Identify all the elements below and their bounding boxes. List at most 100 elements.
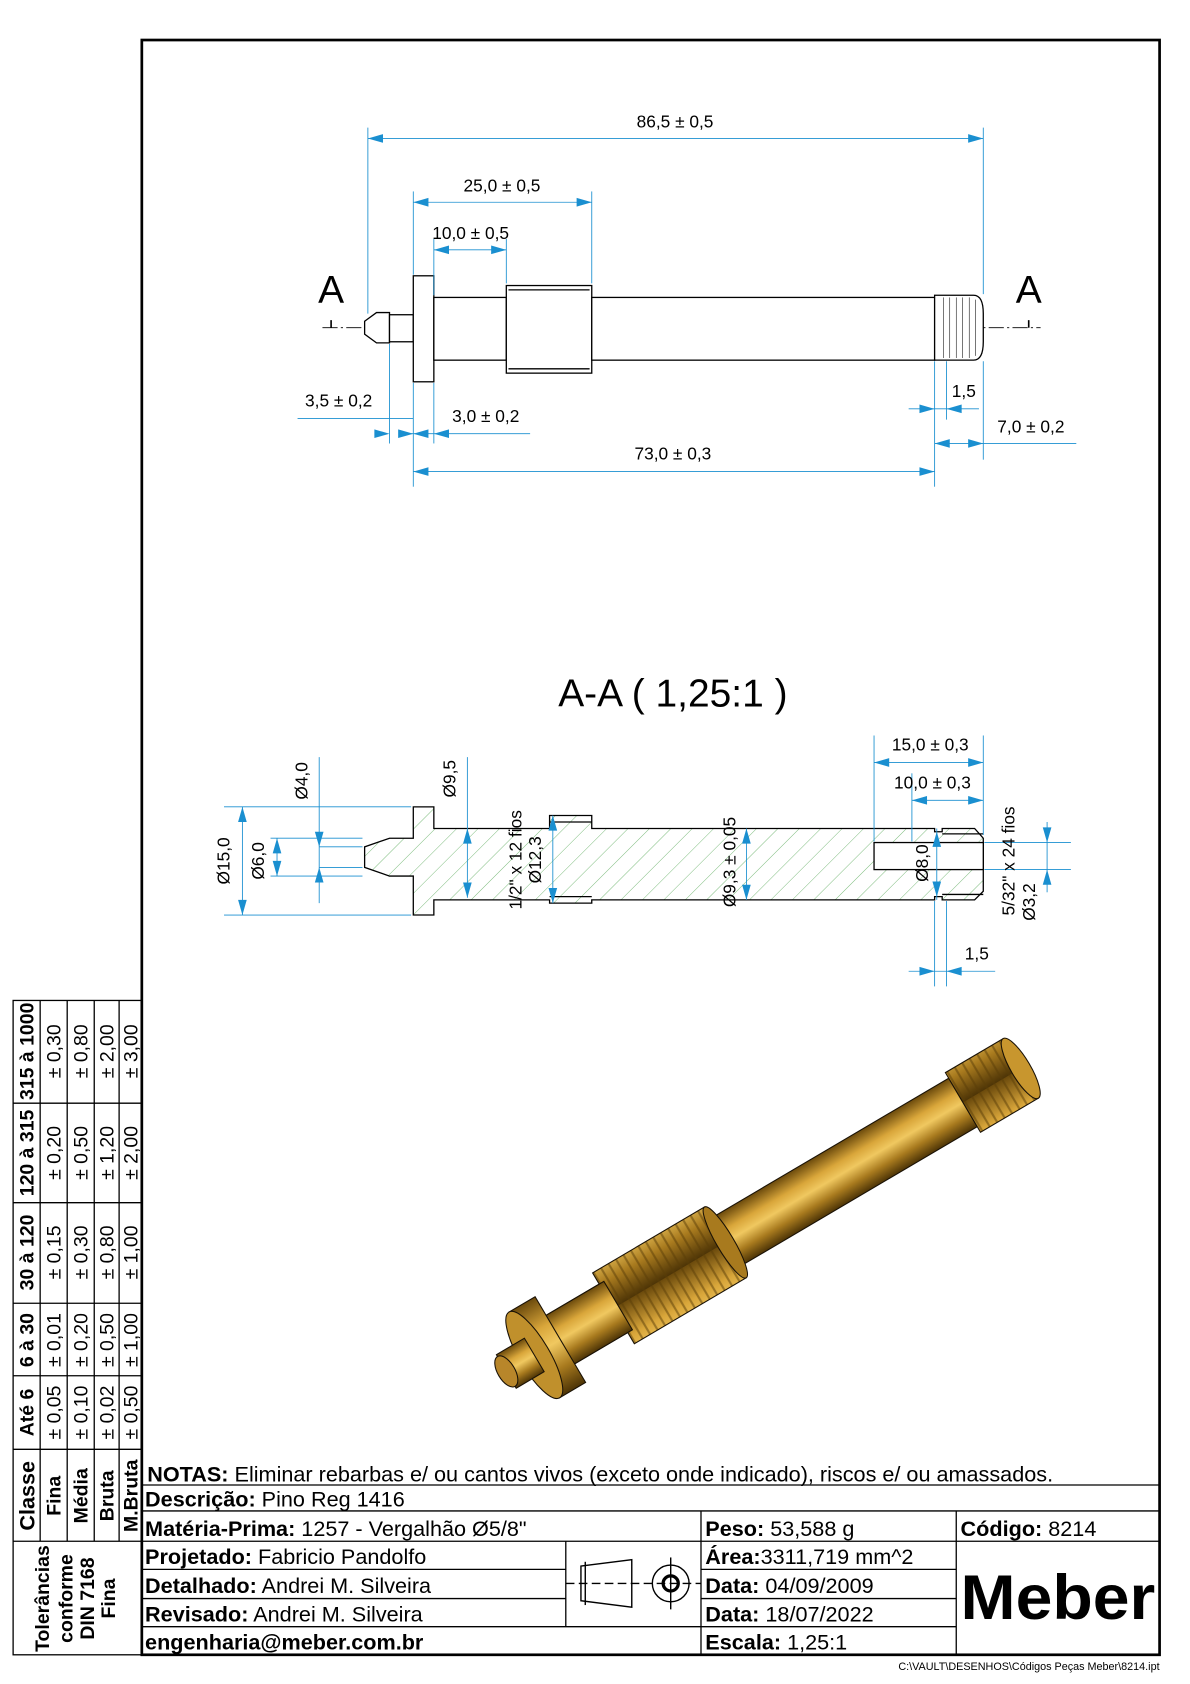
tolerance-footer-4: Fina: [98, 1578, 120, 1618]
tol-cell: ± 0,10: [71, 1385, 93, 1439]
tol-cell: ± 0,15: [44, 1225, 66, 1279]
data1-value: 04/09/2009: [759, 1573, 873, 1598]
projetado-value: Fabricio Pandolfo: [252, 1544, 426, 1569]
tolerance-table: [12, 999, 143, 1656]
area-label: Área:: [705, 1544, 760, 1569]
tol-cell: ± 0,80: [71, 1024, 93, 1078]
drawing-frame: [140, 38, 1161, 1657]
data2-label: Data:: [705, 1601, 759, 1626]
dim-thread-to-flange: 25,0 ± 0,5: [464, 175, 541, 195]
tol-cell: ± 0,05: [44, 1386, 66, 1440]
escala-value: 1,25:1: [781, 1629, 847, 1654]
tol-cell: ± 0,20: [71, 1313, 93, 1367]
descricao-label: Descrição:: [145, 1487, 256, 1512]
tolerance-footer-1: Tolerâncias: [32, 1545, 54, 1652]
dim-thread-dia: Ø12,3: [525, 836, 545, 883]
third-angle-projection-icon: [565, 1557, 701, 1610]
dim-groove-width-section: 1,5: [965, 943, 989, 963]
dim-knurl-length: 7,0 ± 0,2: [997, 417, 1064, 437]
escala: Escala: 1,25:1: [705, 1629, 847, 1654]
tol-cell: ± 3,00: [120, 1024, 142, 1078]
dim-groove-width: 1,5: [952, 381, 976, 401]
data-criacao: Data: 04/09/2009: [705, 1573, 873, 1598]
shaft-neck: [433, 296, 507, 361]
notes: NOTAS: Eliminar rebarbas e/ ou cantos vi…: [147, 1462, 1053, 1487]
peso-label: Peso:: [705, 1516, 764, 1541]
tol-cell: ± 2,00: [97, 1024, 119, 1078]
tolerance-footer-2: conforme: [56, 1554, 78, 1643]
notes-label: NOTAS:: [147, 1462, 228, 1487]
detalhado-label: Detalhado:: [145, 1573, 257, 1598]
dim-flange-thickness: 3,0 ± 0,2: [452, 406, 519, 426]
area-value: 3311,719 mm^2: [761, 1544, 914, 1569]
part-3d-render: [494, 1037, 1041, 1400]
tol-cell: ± 0,50: [120, 1385, 142, 1439]
tol-cell: ± 0,50: [71, 1126, 93, 1180]
codigo-label: Código:: [961, 1516, 1043, 1541]
dim-flange-to-groove: 73,0 ± 0,3: [634, 444, 711, 464]
thread-section: [505, 284, 593, 374]
peso: Peso: 53,588 g: [705, 1516, 854, 1541]
tol-cell: ± 0,30: [71, 1225, 93, 1279]
projetado: Projetado: Fabricio Pandolfo: [145, 1544, 426, 1569]
section-mark-left: A: [318, 269, 344, 312]
peso-value: 53,588 g: [764, 1516, 854, 1541]
section-profile: [363, 806, 984, 916]
data-revisao: Data: 18/07/2022: [705, 1601, 873, 1626]
area: Área:3311,719 mm^2: [705, 1544, 913, 1569]
dim-flange-dia: Ø15,0: [213, 837, 233, 884]
tol-cell: ± 0,02: [97, 1386, 119, 1440]
range-0: Até 6: [17, 1389, 39, 1437]
notes-text: Eliminar rebarbas e/ ou cantos vivos (ex…: [229, 1462, 1054, 1487]
dim-hole-dia: Ø4,0: [291, 762, 311, 799]
escala-label: Escala:: [705, 1629, 781, 1654]
tol-cell: ± 0,50: [97, 1313, 119, 1367]
dim-thread-depth: 10,0 ± 0,3: [894, 772, 971, 792]
dim-bore-depth: 15,0 ± 0,3: [892, 735, 969, 755]
materia-prima: Matéria-Prima: 1257 - Vergalhão Ø5/8": [145, 1516, 527, 1541]
tolerance-footer-3: DIN 7168: [77, 1557, 99, 1639]
class-m-bruta: M.Bruta: [120, 1459, 142, 1532]
tol-cell: ± 1,20: [97, 1126, 119, 1180]
data2-value: 18/07/2022: [759, 1601, 873, 1626]
data1-label: Data:: [705, 1573, 759, 1598]
dim-tip-length: 3,5 ± 0,2: [305, 391, 372, 411]
dim-neck-dia: Ø9,5: [439, 760, 459, 798]
tol-cell: ± 0,20: [44, 1126, 66, 1180]
class-media: Média: [71, 1468, 93, 1523]
revisado-label: Revisado:: [145, 1601, 248, 1626]
inner-bore: [873, 841, 984, 871]
flange: [412, 275, 435, 383]
section-mark-right: A: [1016, 269, 1042, 312]
dim-shaft-segment: 10,0 ± 0,5: [432, 223, 509, 243]
class-fina: Fina: [44, 1476, 66, 1516]
dim-tip-dia: Ø6,0: [248, 842, 268, 880]
range-1: 6 à 30: [17, 1313, 39, 1367]
tol-cell: ± 2,00: [120, 1126, 142, 1180]
dim-inner-thread-spec: 5/32" x 24 fios: [999, 806, 1019, 915]
dim-thread-spec: 1/2" x 12 fios: [505, 810, 525, 910]
main-shaft: [591, 296, 936, 361]
knurl: [933, 294, 984, 361]
descricao: Descrição: Pino Reg 1416: [145, 1487, 405, 1512]
class-bruta: Bruta: [97, 1470, 119, 1521]
tol-cell: ± 0,80: [97, 1225, 119, 1279]
codigo: Código: 8214: [961, 1516, 1097, 1541]
meber-logo: Meber: [961, 1563, 1156, 1633]
dim-overall-length: 86,5 ± 0,5: [637, 112, 714, 132]
detalhado: Detalhado: Andrei M. Silveira: [145, 1573, 432, 1598]
descricao-value: Pino Reg 1416: [256, 1487, 405, 1512]
tip-cone: [363, 311, 391, 344]
dim-inner-dia: Ø3,2: [1019, 883, 1039, 921]
email: engenharia@meber.com.br: [145, 1629, 424, 1654]
range-3: 120 à 315: [17, 1110, 39, 1197]
range-2: 30 à 120: [17, 1214, 39, 1290]
tol-cell: ± 0,01: [44, 1313, 66, 1367]
revisado-value: Andrei M. Silveira: [248, 1601, 423, 1626]
projetado-label: Projetado:: [145, 1544, 252, 1569]
tolerance-header: Classe: [15, 1461, 40, 1531]
range-4: 315 à 1000: [17, 1002, 39, 1100]
dim-groove-dia: Ø8,0: [912, 844, 932, 881]
revisado: Revisado: Andrei M. Silveira: [145, 1601, 424, 1626]
